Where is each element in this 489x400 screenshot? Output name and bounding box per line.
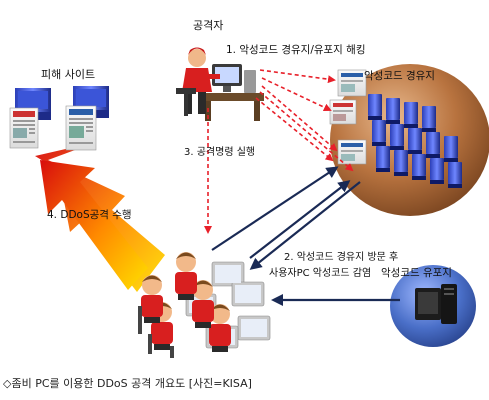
step2-label-line1: 2. 악성코드 경유지 방문 후	[284, 252, 399, 263]
victim-sites-label: 피해 사이트	[41, 68, 96, 81]
step2-label-line2: 사용자PC 악성코드 감염	[269, 268, 372, 279]
victim-servers-icon	[9, 86, 109, 151]
figure-caption: ◇좀비 PC를 이용한 DDoS 공격 개요도 [사진=KISA]	[3, 377, 252, 390]
attacker-icon	[176, 47, 264, 121]
attacker-label: 공격자	[193, 19, 224, 32]
step3-label: 3. 공격명령 실행	[184, 147, 256, 158]
distribution-site-label: 악성코드 유포지	[381, 267, 452, 279]
distribution-points-label: 악성코드 경유지	[364, 70, 435, 82]
zombie-users-icon	[138, 252, 271, 358]
infection-arrows	[211, 166, 400, 306]
hacking-arrows	[204, 69, 354, 234]
step4-label: 4. DDoS공격 수행	[47, 209, 132, 221]
distribution-servers-icon	[329, 69, 462, 188]
ddos-big-arrow	[35, 148, 165, 292]
site-server-icon	[415, 284, 457, 324]
step1-label: 1. 악성코드 경유지/유포지 해킹	[226, 44, 366, 56]
